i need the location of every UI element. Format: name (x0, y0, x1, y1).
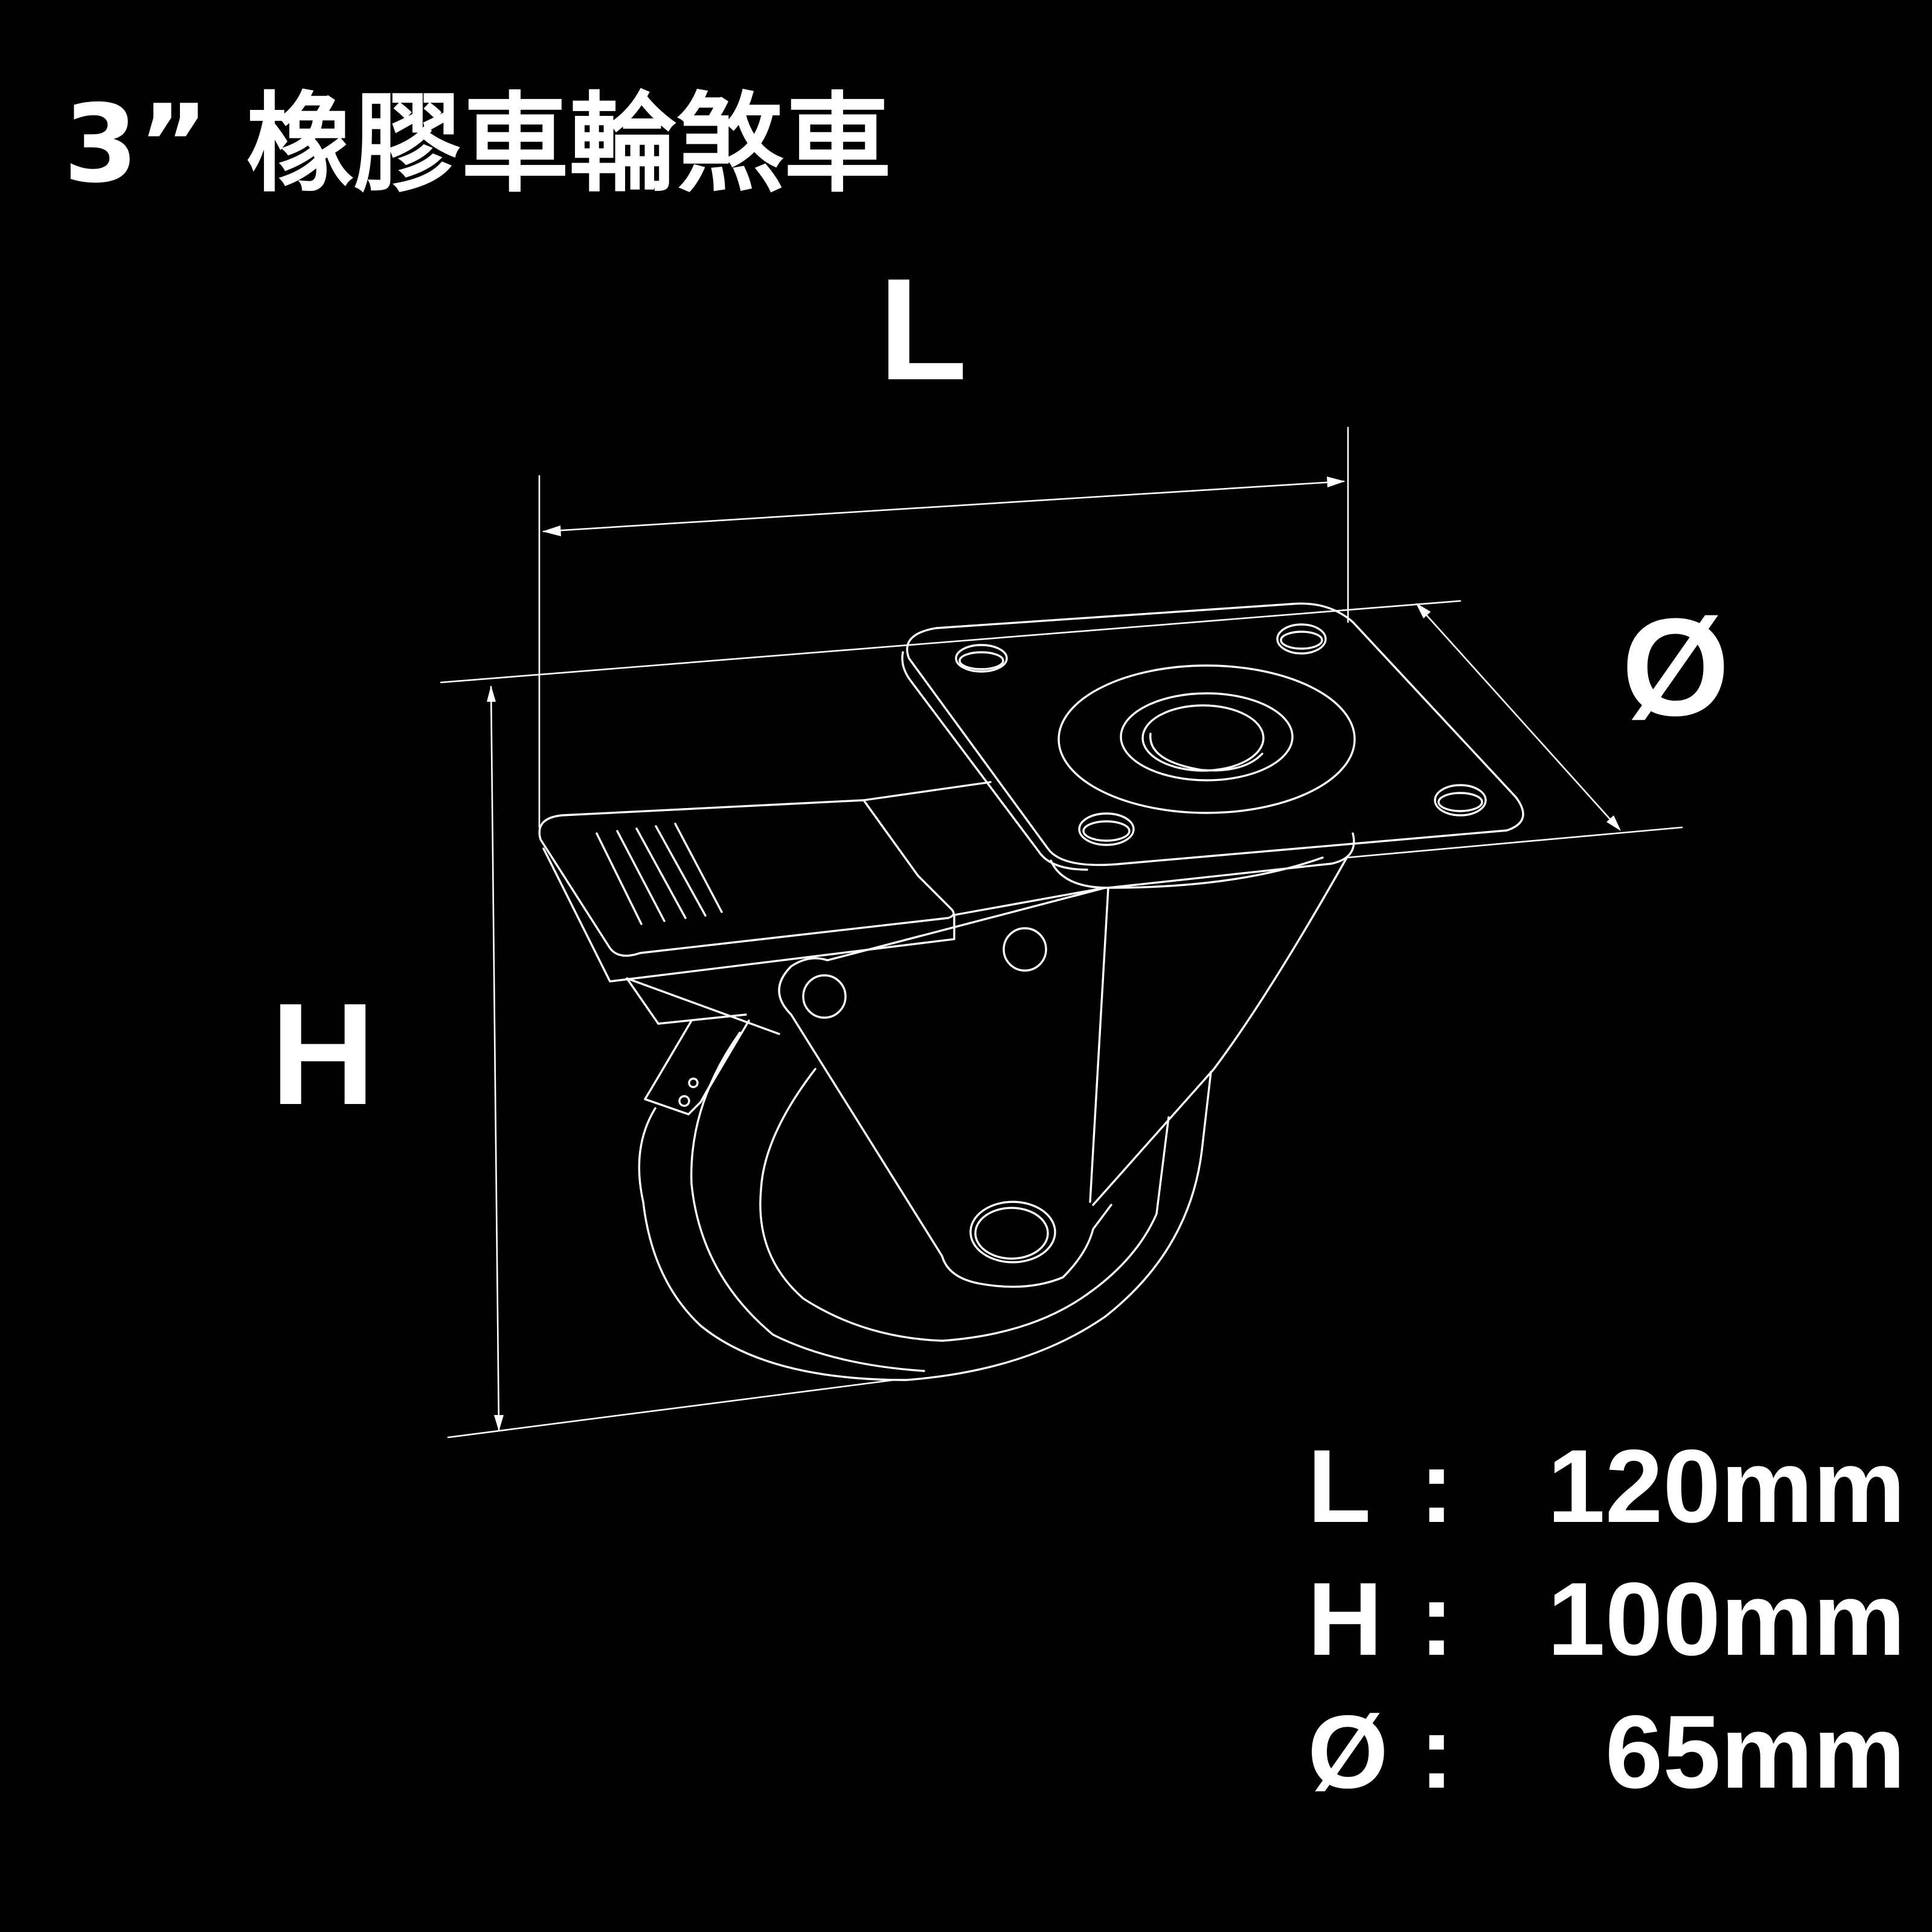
spec-key: H (1308, 1561, 1383, 1677)
wheel-fork (778, 856, 1348, 1288)
spec-separator: : (1419, 1428, 1454, 1544)
spec-row-diameter: Ø : 65mm (1308, 1700, 1905, 1833)
spec-list: L : 120mm H : 100mm Ø : 65mm (1308, 1434, 1905, 1833)
diameter-dimension-line (1346, 603, 1683, 859)
brake-pedal (538, 781, 992, 1035)
height-dimension-line (440, 600, 1462, 1439)
bolt-hole-bottom-left (1078, 812, 1135, 846)
spec-key: L (1308, 1428, 1372, 1544)
bolt-hole-top-right (1276, 623, 1327, 655)
rubber-wheel (638, 1032, 1212, 1381)
product-title: 3” 橡膠車輪煞車 (63, 82, 891, 207)
spec-row-length: L : 120mm (1308, 1434, 1905, 1567)
length-dimension-line (538, 426, 1349, 829)
bolt-hole-top-left (955, 644, 1008, 673)
spec-value: 65mm (1605, 1694, 1905, 1810)
diameter-dimension-label: Ø (1622, 589, 1730, 745)
height-dimension-label: H (271, 973, 376, 1135)
brake-shoe (644, 1019, 750, 1115)
axle-rivet (802, 974, 847, 1019)
swivel-bearing-outer (1057, 664, 1356, 814)
length-dimension-label: L (879, 248, 968, 410)
spec-value: 100mm (1547, 1561, 1905, 1677)
spec-row-height: H : 100mm (1308, 1567, 1905, 1700)
kingpin-rivet (1003, 927, 1047, 972)
mounting-plate (901, 602, 1524, 871)
spec-key: Ø (1308, 1694, 1388, 1810)
spec-separator: : (1419, 1694, 1454, 1810)
wheel-axle (969, 1201, 1056, 1263)
spec-value: 120mm (1547, 1428, 1905, 1544)
spec-separator: : (1419, 1561, 1454, 1677)
bolt-hole-bottom-right (1434, 784, 1487, 817)
fork-top (953, 832, 1355, 916)
